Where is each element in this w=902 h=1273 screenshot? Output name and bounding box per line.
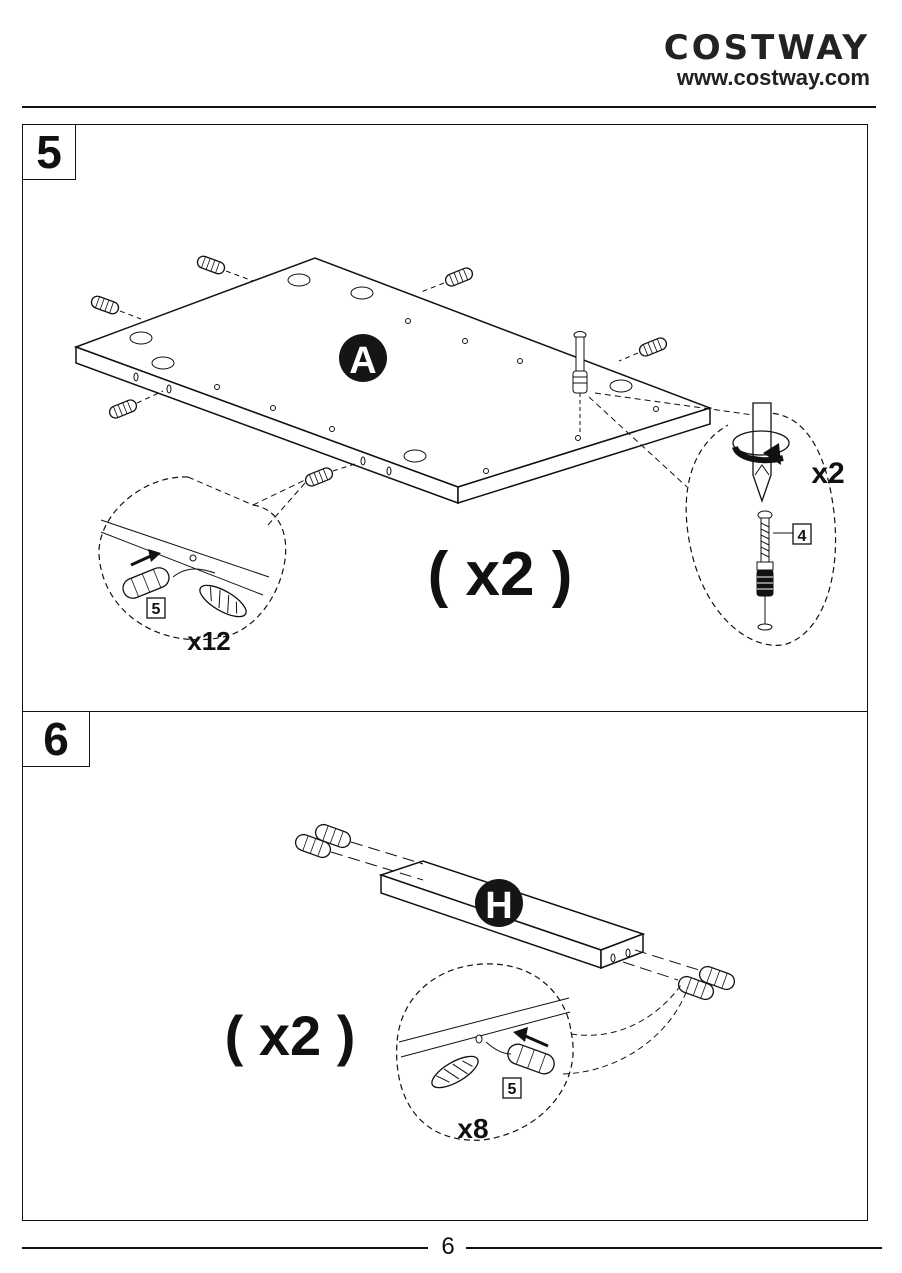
header-rule [22, 106, 876, 108]
brand-logo: COSTWAY www.costway.com [664, 30, 870, 90]
dowel-count: x12 [187, 626, 230, 656]
step-5-panel: A ( x2 ) x2 4 5 x12 5 [22, 124, 868, 712]
step-6-quantity: ( x2 ) [225, 1004, 356, 1067]
part-label-a: A [349, 340, 376, 382]
screw-detail-callout [589, 393, 836, 645]
dowel-part-number: 5 [152, 601, 161, 618]
dowel-detail-callout [99, 477, 305, 640]
dowel-part-number: 5 [508, 1081, 517, 1098]
step-5-quantity: ( x2 ) [428, 540, 573, 609]
brand-name: COSTWAY [664, 30, 870, 66]
step-number-5: 5 [22, 124, 76, 180]
board-a [76, 258, 710, 503]
page-number: 6 [430, 1232, 466, 1262]
dowel-detail-callout [397, 964, 688, 1140]
step-6-illustration: H ( x2 ) 5 x8 [23, 712, 869, 1222]
step-number-6: 6 [22, 711, 90, 767]
screw-turn-count: x2 [811, 457, 844, 490]
screw-part-number: 4 [798, 528, 807, 545]
footer-rule-right [466, 1247, 882, 1249]
step-6-panel: H ( x2 ) 5 x8 6 [22, 711, 868, 1221]
footer-rule-left [22, 1247, 428, 1249]
brand-url: www.costway.com [664, 66, 870, 90]
dowel-count: x8 [457, 1113, 488, 1144]
part-label-h: H [485, 885, 512, 927]
step-5-illustration: A ( x2 ) x2 4 5 x12 [23, 125, 869, 713]
